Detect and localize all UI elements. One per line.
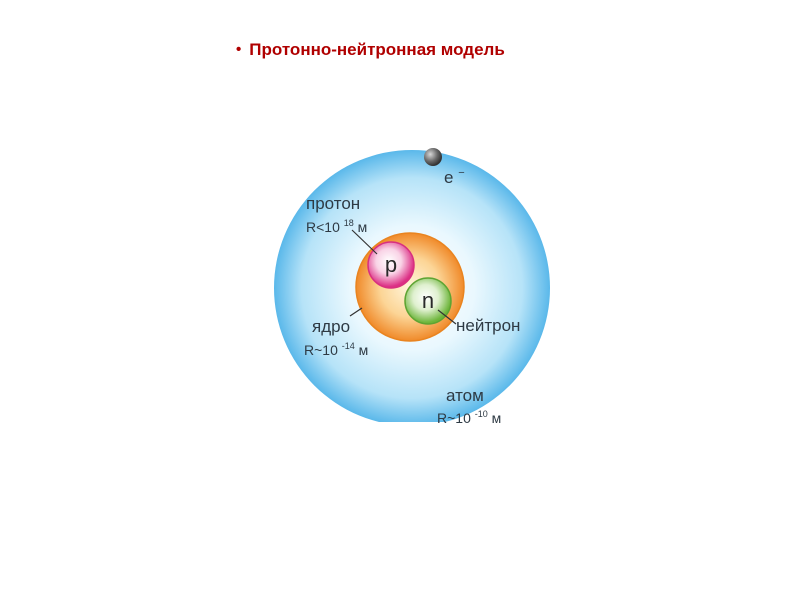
nucleus-radius-exp: -14 <box>342 341 355 351</box>
nucleus-radius: R~10 -14 м <box>304 336 368 358</box>
nucleus-radius-prefix: R~10 <box>304 342 338 358</box>
neutron-particle <box>404 277 452 325</box>
nucleus-leader-line <box>349 307 363 317</box>
electron-label: e − <box>444 167 465 187</box>
nucleus-name: ядро <box>312 317 350 336</box>
electron-charge: − <box>458 167 464 179</box>
neutron-letter: n <box>422 288 434 313</box>
proton-radius: R<10 18 м <box>306 213 367 235</box>
proton-radius-unit: м <box>358 219 368 235</box>
atom-radius-prefix: R~10 <box>437 410 471 426</box>
heading-text: Протонно-нейтронная модель <box>249 40 505 59</box>
proton-name: протон <box>306 194 360 213</box>
atom-radius: R~10 -10 м <box>437 404 501 426</box>
electron-particle <box>424 148 442 166</box>
proton-letter: p <box>385 252 397 277</box>
proton-particle <box>367 241 415 289</box>
electron-symbol: e <box>444 168 453 187</box>
neutron-leader-line <box>437 309 457 325</box>
proton-leader-line <box>351 229 378 255</box>
atom-radius-unit: м <box>492 410 502 426</box>
atom-radius-exp: -10 <box>475 409 488 419</box>
bullet-icon: • <box>236 40 242 58</box>
atom-name: атом <box>446 386 484 405</box>
neutron-name: нейтрон <box>456 316 520 335</box>
nucleus-radius-unit: м <box>359 342 369 358</box>
proton-radius-exp: 18 <box>344 218 354 228</box>
proton-radius-prefix: R<10 <box>306 219 340 235</box>
slide-heading: • Протонно-нейтронная модель <box>236 38 505 62</box>
